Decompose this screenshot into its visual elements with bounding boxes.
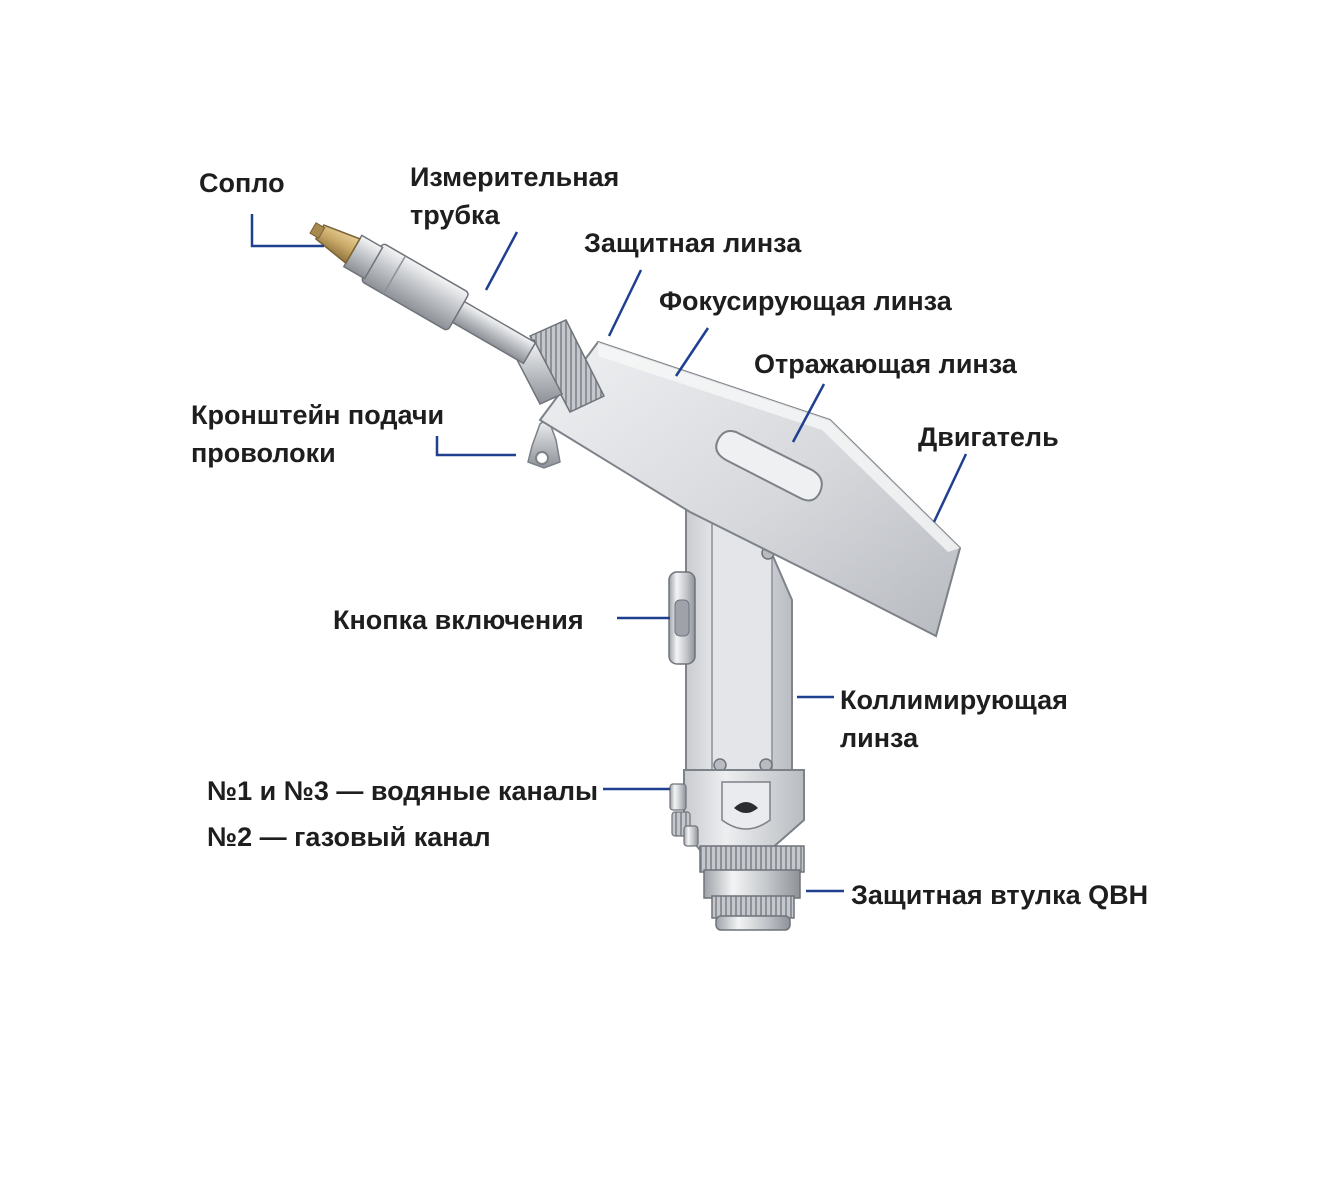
power-button-part — [668, 571, 696, 665]
leader-motor — [932, 453, 968, 523]
leader-protective-lens — [607, 269, 643, 337]
label-qbh-sleeve: Защитная втулка QBH — [851, 880, 1149, 910]
leader-focusing-lens — [674, 327, 710, 377]
label-measuring-tube-line1: Измерительная — [410, 162, 620, 192]
label-wire-feed-bracket-line1: Кронштейн подачи — [191, 400, 445, 430]
label-wire-feed-bracket-line2: проволоки — [191, 438, 336, 468]
nozzle-tube-assembly — [309, 222, 537, 365]
leader-measuring-tube — [484, 231, 519, 291]
label-motor: Двигатель — [918, 422, 1059, 452]
label-collimating-lens: Коллимирующая линза — [840, 681, 1068, 757]
lower-block-part — [669, 769, 805, 851]
label-collimating-lens-line2: линза — [840, 723, 919, 753]
leader-nozzle — [250, 214, 324, 248]
label-wire-feed-bracket: Кронштейн подачи проволоки — [191, 396, 444, 472]
label-measuring-tube: Измерительная трубка — [410, 158, 619, 234]
qbh-sleeve-part — [699, 845, 805, 931]
label-gas-channel: №2 — газовый канал — [207, 822, 491, 852]
label-power-button: Кнопка включения — [333, 605, 584, 635]
label-nozzle: Сопло — [199, 168, 285, 198]
label-protective-lens: Защитная линза — [584, 228, 802, 258]
label-water-channels: №1 и №3 — водяные каналы — [207, 776, 599, 806]
wire-feed-bracket-part — [527, 416, 561, 469]
welding-gun-illustration — [309, 222, 962, 931]
label-focusing-lens: Фокусирующая линза — [659, 286, 952, 316]
leader-wire-feed-bracket — [435, 436, 516, 457]
leader-reflecting-lens — [791, 383, 826, 443]
label-reflecting-lens: Отражающая линза — [754, 349, 1017, 379]
label-collimating-lens-line1: Коллимирующая — [840, 685, 1068, 715]
leader-lines — [250, 214, 968, 893]
label-measuring-tube-line2: трубка — [410, 200, 500, 230]
head-body-part — [538, 340, 962, 638]
